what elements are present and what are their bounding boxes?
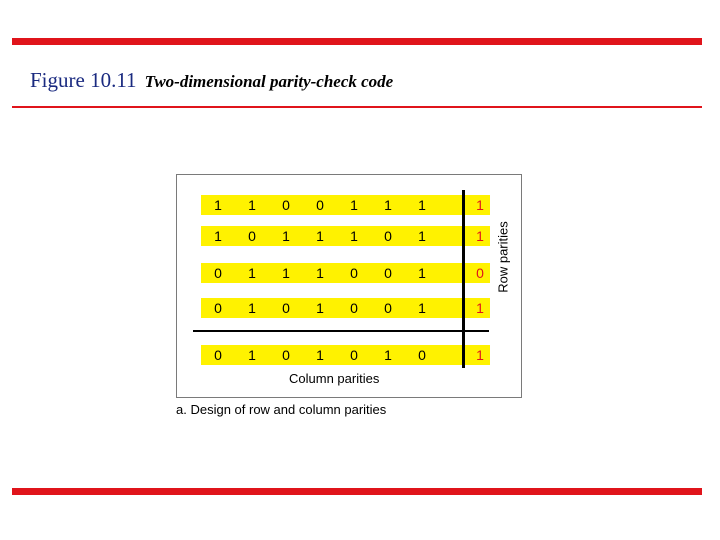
column-parity-separator — [193, 330, 489, 332]
figure-number: Figure 10.11 — [30, 68, 137, 92]
data-bit: 1 — [248, 197, 256, 213]
data-bit: 1 — [214, 228, 222, 244]
parity-bit: 1 — [476, 347, 484, 363]
data-row: 0 1 0 1 0 0 1 1 — [201, 298, 490, 318]
data-bit: 0 — [350, 265, 358, 281]
data-bit: 0 — [316, 197, 324, 213]
data-bit: 1 — [418, 197, 426, 213]
bottom-red-rule — [12, 488, 702, 495]
data-row: 0 1 1 1 0 0 1 0 — [201, 263, 490, 283]
data-bit: 0 — [214, 347, 222, 363]
data-bit: 0 — [282, 347, 290, 363]
data-bit: 1 — [384, 347, 392, 363]
data-bit: 0 — [384, 228, 392, 244]
data-bit: 1 — [316, 347, 324, 363]
data-bit: 1 — [418, 228, 426, 244]
top-red-rule — [12, 38, 702, 45]
data-bit: 1 — [384, 197, 392, 213]
title-underline — [12, 106, 702, 108]
row-parity-separator — [462, 190, 465, 368]
parity-bit: 1 — [476, 300, 484, 316]
data-bit: 1 — [316, 228, 324, 244]
data-row: 1 1 0 0 1 1 1 1 — [201, 195, 490, 215]
data-bit: 0 — [384, 265, 392, 281]
column-parities-label: Column parities — [289, 371, 380, 386]
data-bit: 0 — [248, 228, 256, 244]
data-bit: 0 — [418, 347, 426, 363]
data-bit: 0 — [350, 300, 358, 316]
data-bit: 1 — [350, 228, 358, 244]
data-bit: 1 — [282, 265, 290, 281]
parity-bit: 0 — [476, 265, 484, 281]
data-bit: 0 — [282, 197, 290, 213]
data-bit: 0 — [282, 300, 290, 316]
data-bit: 0 — [350, 347, 358, 363]
column-parity-row: 0 1 0 1 0 1 0 1 — [201, 345, 490, 365]
data-bit: 0 — [214, 300, 222, 316]
data-bit: 1 — [248, 347, 256, 363]
data-bit: 1 — [248, 300, 256, 316]
data-bit: 0 — [214, 265, 222, 281]
data-bit: 1 — [316, 265, 324, 281]
data-row: 1 0 1 1 1 0 1 1 — [201, 226, 490, 246]
data-bit: 1 — [350, 197, 358, 213]
sub-caption: a. Design of row and column parities — [176, 402, 387, 417]
data-bit: 1 — [248, 265, 256, 281]
parity-bit: 1 — [476, 197, 484, 213]
data-bit: 1 — [418, 300, 426, 316]
data-bit: 0 — [384, 300, 392, 316]
data-bit: 1 — [418, 265, 426, 281]
figure-title: Figure 10.11 Two-dimensional parity-check… — [30, 68, 393, 93]
figure-caption: Two-dimensional parity-check code — [144, 72, 394, 91]
parity-bit: 1 — [476, 228, 484, 244]
data-bit: 1 — [316, 300, 324, 316]
data-bit: 1 — [282, 228, 290, 244]
data-bit: 1 — [214, 197, 222, 213]
